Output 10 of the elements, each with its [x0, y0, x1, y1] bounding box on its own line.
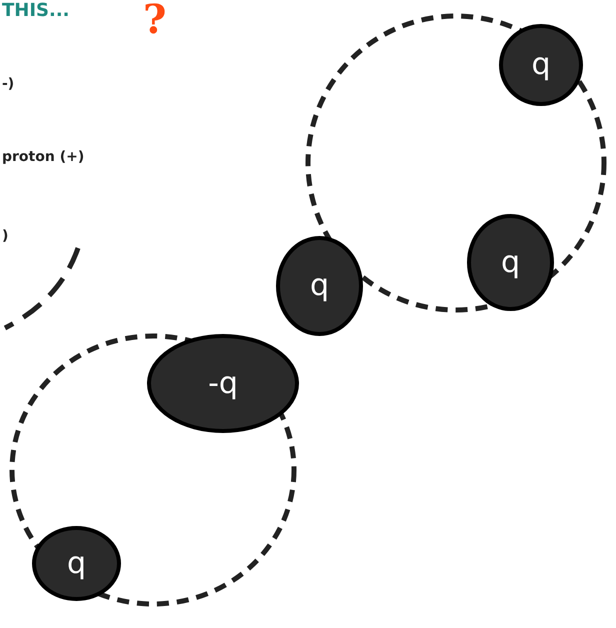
charge-label: q: [310, 271, 330, 301]
list-text: -): [2, 76, 14, 92]
charge-label: -q: [208, 368, 238, 398]
heading: THIS...: [2, 0, 70, 21]
question-mark: ?: [143, 0, 166, 43]
charge-label: q: [531, 50, 551, 80]
list-text: ): [2, 228, 8, 244]
list-text: proton (+): [2, 149, 84, 165]
charge-label: q: [66, 548, 86, 578]
charge-label: q: [500, 248, 520, 278]
